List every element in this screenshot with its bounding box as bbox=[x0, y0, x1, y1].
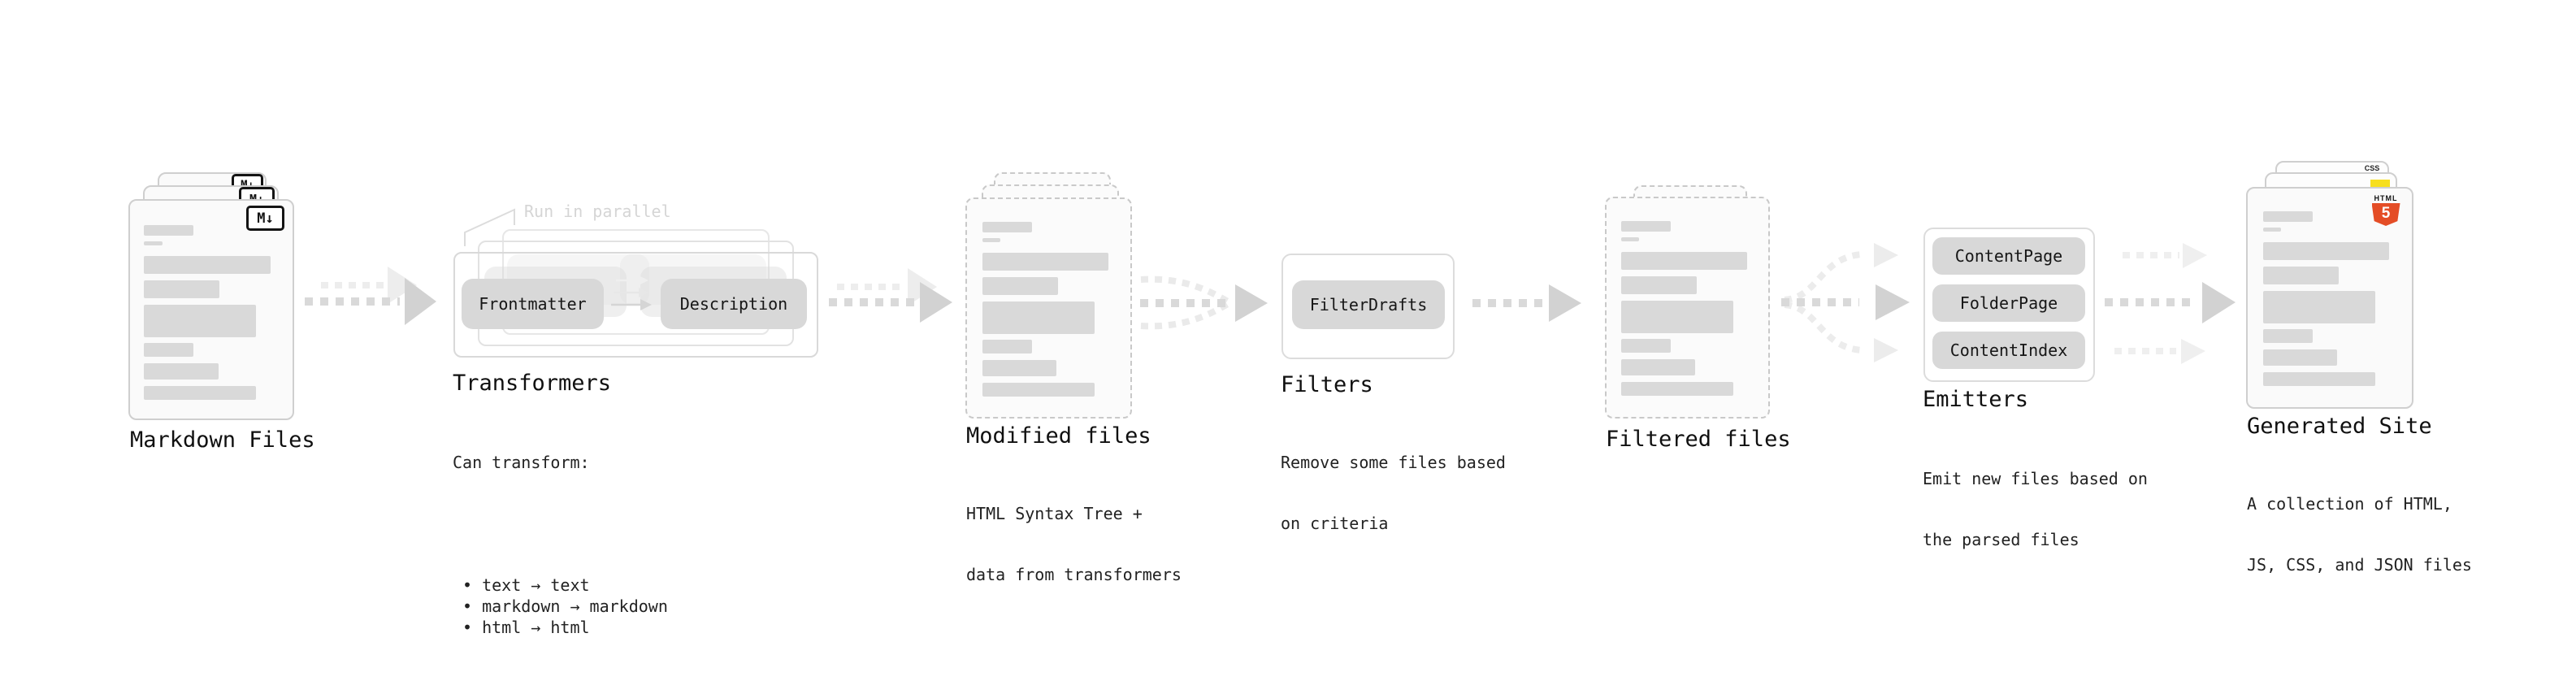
description-line: the parsed files bbox=[1923, 530, 2079, 549]
doc-content-bar bbox=[2263, 291, 2375, 323]
doc-content-bar bbox=[144, 241, 163, 245]
markdown-files-label: Markdown Files bbox=[130, 427, 315, 453]
html5-icon-number: 5 bbox=[2381, 205, 2391, 222]
modified-files-description: HTML Syntax Tree + data from transformer… bbox=[966, 463, 1182, 626]
doc-content-bar bbox=[982, 360, 1057, 376]
arrow-modified-to-filters-converge bbox=[1140, 275, 1268, 330]
filters-title: Filters bbox=[1281, 372, 1373, 397]
doc-content-bar bbox=[2263, 372, 2375, 386]
doc-content-bar bbox=[1621, 237, 1640, 241]
transformer-layer-front bbox=[453, 252, 818, 358]
filters-box bbox=[1281, 254, 1455, 359]
doc-content-bar bbox=[2263, 267, 2339, 284]
doc-content bbox=[2263, 211, 2393, 386]
doc-content-bar bbox=[144, 363, 219, 380]
filters-description: Remove some files based on criteria bbox=[1281, 412, 1506, 575]
javascript-icon bbox=[2370, 180, 2390, 189]
generated-file-html: HTML 5 bbox=[2246, 187, 2413, 409]
doc-content-bar bbox=[1621, 359, 1696, 375]
description-line: Emit new files based on bbox=[1923, 469, 2148, 488]
transform-bullet-list: • text → text• markdown → markdown • html… bbox=[453, 514, 668, 638]
doc-content-bar bbox=[2263, 211, 2313, 222]
doc-content-bar bbox=[2263, 242, 2390, 260]
markdown-file-front: M↓ bbox=[128, 199, 294, 420]
doc-content bbox=[1621, 221, 1751, 396]
arrows-emitters-to-generated bbox=[2105, 243, 2236, 364]
transformers-title: Transformers bbox=[453, 371, 612, 396]
description-line: data from transformers bbox=[966, 565, 1182, 584]
filter-drafts-pill: FilterDrafts bbox=[1292, 280, 1445, 329]
doc-content-bar bbox=[982, 301, 1095, 334]
arrow-markdown-to-transformers bbox=[305, 267, 436, 325]
ghost-arrow bbox=[321, 267, 417, 304]
description-line: A collection of HTML, bbox=[2247, 494, 2452, 514]
doc-content bbox=[144, 225, 275, 400]
emitter-pill: ContentIndex bbox=[1932, 332, 2085, 369]
doc-content-bar bbox=[982, 222, 1032, 232]
html5-icon: HTML 5 bbox=[2370, 194, 2402, 226]
arrow-transformers-to-modified bbox=[829, 268, 952, 323]
doc-content-bar bbox=[982, 277, 1058, 295]
modified-files-label: Modified files bbox=[966, 423, 1151, 449]
doc-content-bar bbox=[1621, 301, 1733, 333]
run-in-parallel-leader-line bbox=[464, 208, 515, 246]
generated-site-description: A collection of HTML, JS, CSS, and JSON … bbox=[2247, 453, 2472, 616]
run-in-parallel-label: Run in parallel bbox=[524, 202, 671, 221]
doc-content-bar bbox=[144, 386, 257, 400]
description-line: on criteria bbox=[1281, 514, 1389, 533]
transformer-step-arrows bbox=[611, 275, 652, 310]
generated-site-label: Generated Site bbox=[2247, 414, 2432, 439]
doc-content-bar bbox=[982, 238, 1001, 242]
arrow-filtered-to-emitters-diverge bbox=[1781, 243, 1910, 362]
description-line: JS, CSS, and JSON files bbox=[2247, 555, 2472, 575]
transform-bullet: • html → html bbox=[462, 618, 590, 637]
frontmatter-step: Frontmatter bbox=[462, 279, 604, 329]
emitters-description: Emit new files based on the parsed files bbox=[1923, 428, 2148, 591]
emitter-pill: FolderPage bbox=[1932, 284, 2085, 322]
doc-content-bar bbox=[144, 225, 194, 236]
transform-bullet: • text → text bbox=[462, 575, 590, 595]
doc-content-bar bbox=[2263, 349, 2338, 366]
doc-content-bar bbox=[2263, 329, 2313, 343]
doc-content-bar bbox=[1621, 221, 1671, 232]
arrow-filters-to-filtered bbox=[1472, 284, 1581, 322]
description-step: Description bbox=[661, 279, 807, 329]
transform-bullet: • markdown → markdown bbox=[462, 596, 668, 616]
emitter-pill: ContentPage bbox=[1932, 237, 2085, 275]
emitters-title: Emitters bbox=[1923, 387, 2029, 412]
doc-content-bar bbox=[144, 343, 194, 357]
doc-content-bar bbox=[982, 253, 1109, 271]
modified-file-front bbox=[965, 197, 1132, 419]
doc-content-bar bbox=[982, 383, 1095, 397]
doc-content-bar bbox=[1621, 252, 1748, 270]
doc-content-bar bbox=[144, 305, 257, 337]
doc-content-bar bbox=[982, 340, 1032, 354]
doc-content-bar bbox=[1621, 382, 1733, 396]
transformers-description: Can transform: • text → text• markdown →… bbox=[453, 412, 668, 679]
doc-content-bar bbox=[2263, 228, 2282, 232]
doc-content-bar bbox=[1621, 276, 1697, 294]
css-icon-label: CSS bbox=[2364, 164, 2380, 172]
html5-icon-label: HTML bbox=[2374, 194, 2398, 202]
filtered-files-label: Filtered files bbox=[1606, 427, 1791, 452]
filtered-file-front bbox=[1605, 197, 1770, 419]
description-line: HTML Syntax Tree + bbox=[966, 504, 1143, 523]
doc-content-bar bbox=[144, 280, 220, 298]
doc-content bbox=[982, 222, 1112, 397]
emitters-box bbox=[1923, 228, 2095, 382]
description-line: Remove some files based bbox=[1281, 453, 1506, 472]
doc-content-bar bbox=[144, 256, 271, 274]
markdown-icon: M↓ bbox=[246, 206, 284, 231]
can-transform-heading: Can transform: bbox=[453, 453, 590, 472]
doc-content-bar bbox=[1621, 339, 1671, 353]
